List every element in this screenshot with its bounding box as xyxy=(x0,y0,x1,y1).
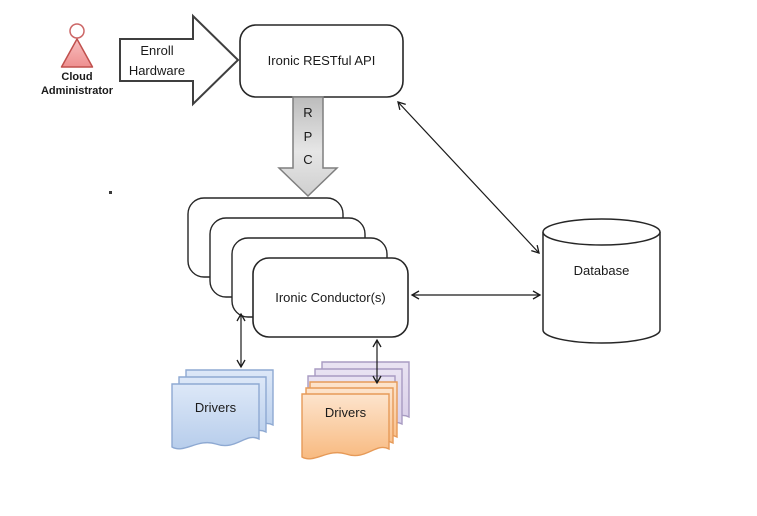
ironic-restful-api-label: Ironic RESTful API xyxy=(267,53,376,68)
drivers-right-label: Drivers xyxy=(324,405,367,420)
rpc-letter-c: C xyxy=(303,152,313,167)
actor-label-line1: Cloud xyxy=(61,71,93,83)
enroll-hardware-arrow xyxy=(119,13,240,107)
enroll-label-line1: Enroll xyxy=(140,43,174,58)
rpc-arrow xyxy=(277,96,339,198)
rpc-label: R P C xyxy=(296,105,320,167)
person-head-icon xyxy=(69,23,85,39)
rpc-letter-p: P xyxy=(303,128,313,144)
arrow-api-database xyxy=(397,101,540,254)
rpc-letter-r: R xyxy=(303,105,313,120)
actor-label-line2: Administrator xyxy=(40,85,114,97)
database-cylinder-top xyxy=(542,218,661,246)
person-body-icon xyxy=(60,38,94,68)
enroll-label-line2: Hardware xyxy=(128,63,186,78)
database-cylinder xyxy=(542,218,661,344)
ironic-conductor-box xyxy=(252,257,409,338)
database-label: Database xyxy=(573,263,630,278)
ironic-conductor-label: Ironic Conductor(s) xyxy=(275,289,386,305)
stray-dot xyxy=(109,191,112,194)
cloud-administrator-icon xyxy=(60,23,94,68)
drivers-left-label: Drivers xyxy=(194,400,237,415)
database-cylinder-body xyxy=(542,232,661,344)
cloud-administrator-label: Cloud Administrator xyxy=(17,69,137,99)
enroll-hardware-label: Enroll Hardware xyxy=(118,41,196,81)
